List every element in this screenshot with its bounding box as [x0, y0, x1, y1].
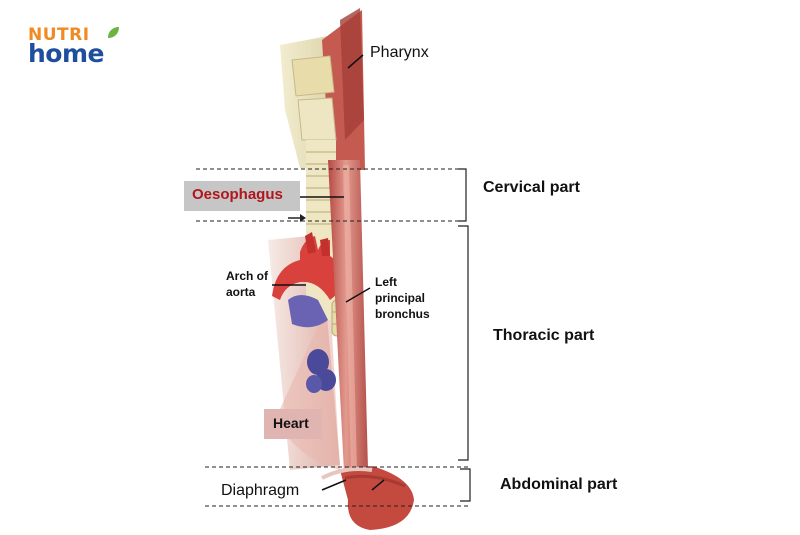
label-arch-of-aorta: Arch of aorta — [226, 269, 268, 299]
oesophagus-tube — [328, 160, 368, 472]
logo-text-home: home — [28, 39, 104, 68]
arrow-head-icon — [300, 214, 306, 222]
arch-of-aorta — [272, 232, 343, 328]
label-left-principal-bronchus: Left principal bronchus — [375, 275, 430, 321]
stomach-top — [321, 466, 414, 530]
section-brackets — [458, 168, 471, 502]
heart-label-box — [264, 409, 322, 439]
leaf-icon — [108, 27, 119, 38]
oesophagus-label-box — [184, 181, 300, 211]
label-oesophagus: Oesophagus — [192, 186, 283, 203]
label-thoracic-part: Thoracic part — [493, 327, 595, 344]
leader-lines — [272, 54, 385, 491]
label-pharynx: Pharynx — [370, 44, 429, 61]
pharynx-region — [280, 8, 365, 170]
nutrihome-logo: NUTRI home — [28, 25, 119, 70]
pulmonary-veins — [306, 349, 336, 393]
label-diaphragm: Diaphragm — [221, 482, 300, 499]
logo-text-nutri: NUTRI — [28, 25, 90, 45]
label-abdominal-part: Abdominal part — [500, 476, 618, 493]
label-heart: Heart — [273, 415, 309, 431]
level-lines — [196, 168, 470, 507]
label-cervical-part: Cervical part — [483, 179, 580, 196]
